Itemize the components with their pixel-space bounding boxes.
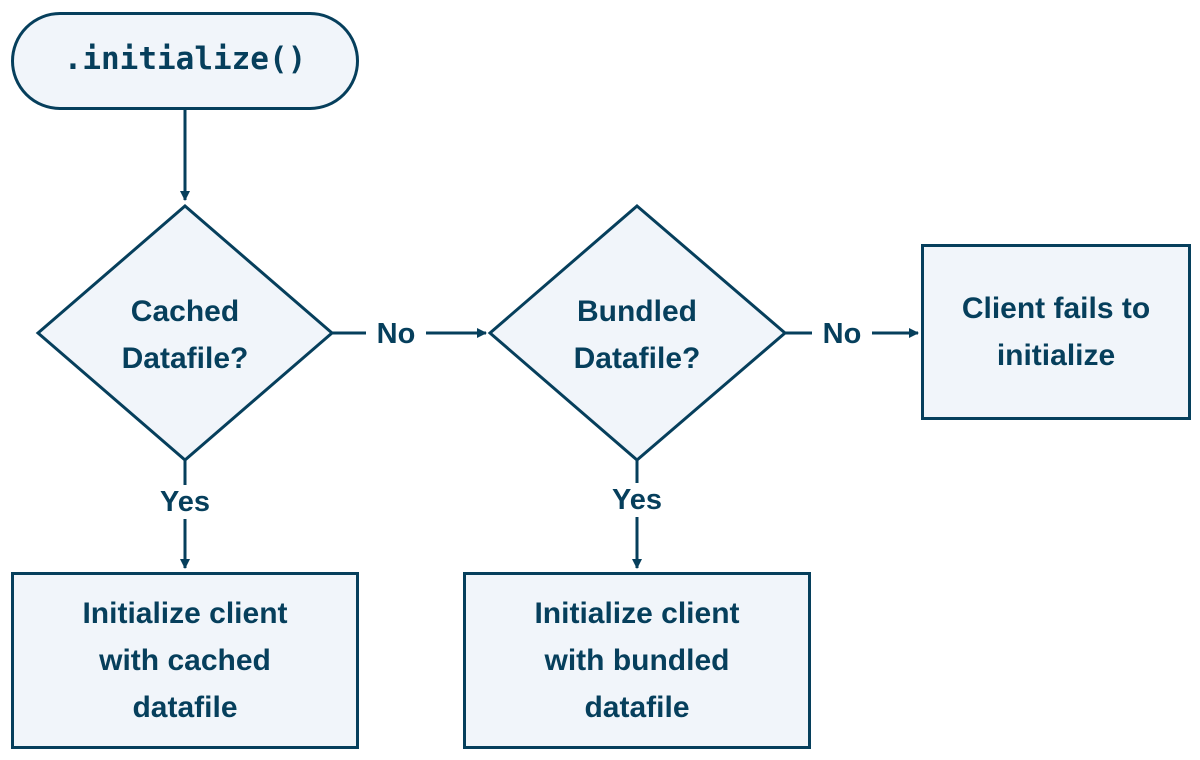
start-terminal: .initialize() — [11, 12, 359, 110]
outcome-bundled-box: Initialize client with bundled datafile — [463, 572, 811, 749]
outcome-cached-line2: with cached — [99, 644, 271, 677]
decision-cached: Cached Datafile? — [57, 260, 313, 410]
edge-label-bundled-no: No — [812, 317, 872, 351]
start-terminal-label: .initialize() — [63, 40, 307, 77]
outcome-bundled-line3: datafile — [584, 691, 690, 724]
outcome-cached-line3: datafile — [132, 691, 238, 724]
outcome-bundled-line1: Initialize client — [534, 597, 740, 630]
decision-cached-line2: Datafile? — [121, 342, 249, 375]
decision-cached-line1: Cached — [130, 295, 240, 328]
outcome-cached-box: Initialize client with cached datafile — [11, 572, 359, 749]
decision-bundled-line2: Datafile? — [573, 342, 701, 375]
decision-bundled: Bundled Datafile? — [509, 260, 765, 410]
outcome-fail-box: Client fails to initialize — [921, 244, 1191, 420]
edge-label-cached-no: No — [366, 317, 426, 351]
outcome-cached-line1: Initialize client — [82, 597, 288, 630]
decision-bundled-line1: Bundled — [576, 295, 697, 328]
edge-label-cached-yes: Yes — [150, 485, 220, 519]
outcome-bundled-line2: with bundled — [544, 644, 730, 677]
outcome-fail-line2: initialize — [996, 339, 1116, 372]
edge-label-bundled-yes: Yes — [602, 483, 672, 517]
outcome-fail-line1: Client fails to — [961, 292, 1151, 325]
